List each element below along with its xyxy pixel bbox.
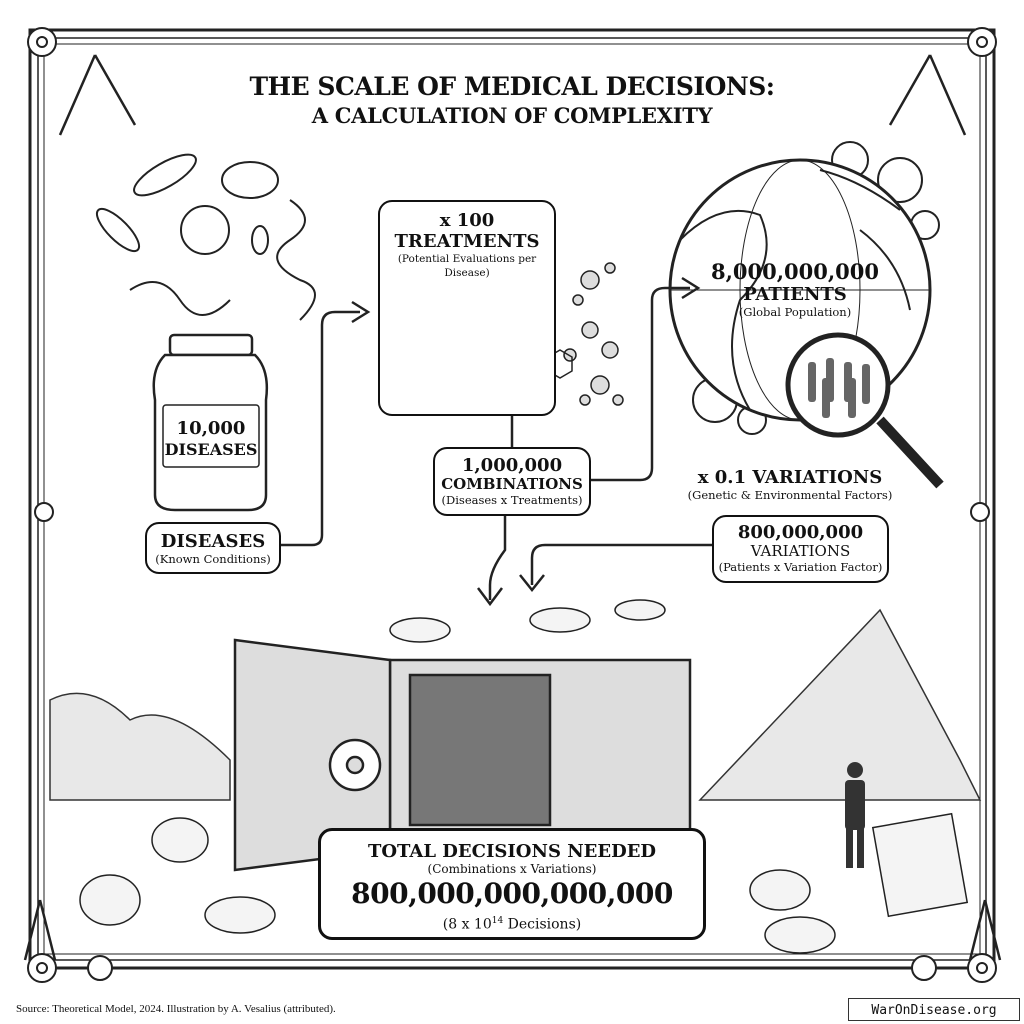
total-label: TOTAL DECISIONS NEEDED [367,841,657,862]
variations-label: VARIATIONS [750,542,851,560]
vault-illustration [233,638,692,872]
variation-factor: x 0.1 VARIATIONS (Genetic & Environmenta… [670,467,910,502]
jar-label-text: DISEASES [164,440,258,459]
microbes-illustration [95,153,316,321]
variations-box: 800,000,000 VARIATIONS (Patients x Varia… [712,515,889,583]
total-decisions-box: TOTAL DECISIONS NEEDED (Combinations x V… [318,828,706,940]
patients-sub: (Global Population) [738,305,852,319]
source-caption: Source: Theoretical Model, 2024. Illustr… [16,1003,336,1015]
diseases-sub: (Known Conditions) [155,552,271,566]
page-title: THE SCALE OF MEDICAL DECISIONS: [249,72,775,101]
paper-scrolls-illustration [79,599,969,954]
total-note-suffix: Decisions) [503,916,582,933]
total-sub: (Combinations x Variations) [427,862,597,876]
paper-mountain-illustration [49,608,982,801]
variations-sub: (Patients x Variation Factor) [718,560,883,574]
total-note: (8 x 1014 Decisions) [321,912,703,934]
treatments-box: x 100 TREATMENTS (Potential Evaluations … [378,200,556,416]
compass-icons [23,54,1002,961]
variation-factor-sub: (Genetic & Environmental Factors) [687,488,893,502]
patients-value: 8,000,000,000 [710,259,880,284]
total-note-exponent: 14 [491,916,504,926]
ornate-frame [28,28,996,970]
jar-label: 10,000 DISEASES [163,418,259,460]
site-badge-link[interactable]: WarOnDisease.org [848,998,1020,1021]
variation-factor-label: x 0.1 VARIATIONS [697,467,883,488]
gear-icons [27,27,997,983]
combinations-sub: (Diseases x Treatments) [441,493,583,507]
molecule-illustration [525,261,624,406]
page-subtitle: A CALCULATION OF COMPLEXITY [311,103,713,128]
combinations-box: 1,000,000 COMBINATIONS (Diseases x Treat… [433,447,591,516]
total-value: 800,000,000,000,000 [351,877,673,910]
treatments-label: x 100 TREATMENTS [394,210,540,252]
total-note-prefix: (8 x 10 [442,916,492,933]
variations-value: 800,000,000 [737,522,864,543]
jar-value: 10,000 [176,418,246,439]
diseases-box: DISEASES (Known Conditions) [145,522,281,574]
combinations-value: 1,000,000 [461,455,563,476]
man-figure-illustration [845,762,865,868]
flow-arrows [280,276,712,607]
magnifying-glass-icon [785,332,944,489]
patients-label: 8,000,000,000 PATIENTS (Global Populatio… [700,259,890,320]
jar-illustration [152,333,269,512]
combinations-label: COMBINATIONS [441,475,583,493]
patients-text: PATIENTS [743,284,847,305]
treatments-sub: (Potential Evaluations per Disease) [397,253,537,279]
diseases-label: DISEASES [160,531,266,552]
